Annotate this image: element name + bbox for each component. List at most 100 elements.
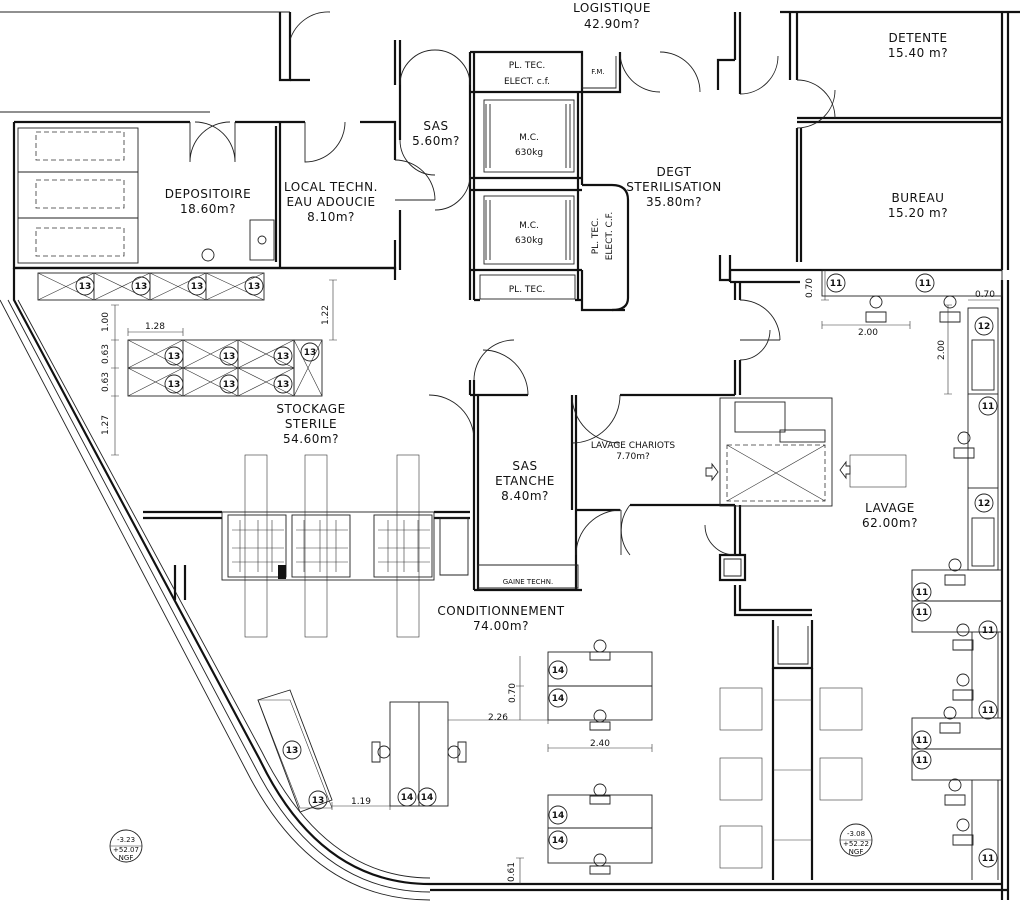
tag-11-text: 11 (916, 756, 929, 766)
tag-11-text: 11 (919, 279, 932, 289)
room-logistique-area: 42.90m? (584, 17, 640, 31)
room-detente-name: DETENTE (888, 31, 947, 45)
dim-2-00-a: 2.00 (858, 328, 878, 338)
room-sas-name: SAS (423, 119, 448, 133)
room-local-techn-name1: LOCAL TECHN. (284, 180, 378, 194)
tag-13: 13 (164, 346, 184, 366)
tag-14: 14 (417, 787, 437, 807)
elevator-1-label: M.C. (519, 133, 539, 143)
tag-11-text: 11 (916, 736, 929, 746)
tag-13: 13 (282, 740, 302, 760)
tag-13: 13 (219, 346, 239, 366)
tag-11: 11 (912, 730, 932, 750)
level-marker-right: -3.08 +52.22 NGF (839, 823, 873, 857)
dim-1-27: 1.27 (101, 415, 111, 435)
tag-13: 13 (273, 346, 293, 366)
room-stockage-area: 54.60m? (283, 432, 339, 446)
elevator-2-label: M.C. (519, 221, 539, 231)
tag-13: 13 (308, 790, 328, 810)
tag-11: 11 (912, 750, 932, 770)
tag-13: 13 (219, 374, 239, 394)
tag-14: 14 (548, 688, 568, 708)
tag-12-text: 12 (978, 499, 991, 509)
tech-pl-tec-top: PL. TEC. (509, 61, 546, 71)
tag-11-text: 11 (982, 626, 995, 636)
tag-11: 11 (978, 396, 998, 416)
room-bureau-area: 15.20 m? (888, 206, 948, 220)
tech-fm: F.M. (591, 68, 604, 76)
tag-13-text: 13 (168, 352, 181, 362)
tag-11-text: 11 (830, 279, 843, 289)
elevator-2-load: 630kg (515, 236, 543, 246)
level-left-3: NGF (119, 854, 134, 862)
tag-13: 13 (164, 374, 184, 394)
tag-14-text: 14 (421, 793, 434, 803)
dim-1-28: 1.28 (145, 322, 165, 332)
tag-12-text: 12 (978, 322, 991, 332)
tag-11-text: 11 (982, 402, 995, 412)
cart-washer (705, 397, 907, 507)
tag-13: 13 (244, 276, 264, 296)
dim-0-70-b: 0.70 (508, 683, 518, 703)
tag-12: 12 (974, 493, 994, 513)
tag-13-text: 13 (79, 282, 92, 292)
tag-11-text: 11 (982, 706, 995, 716)
tag-11: 11 (912, 602, 932, 622)
tag-14: 14 (548, 660, 568, 680)
tag-11: 11 (978, 848, 998, 868)
room-lavage-chariots-name: LAVAGE CHARIOTS (591, 441, 676, 451)
room-degt-area: 35.80m? (646, 195, 702, 209)
dim-2-00-b: 2.00 (937, 340, 947, 360)
work-tables (389, 651, 863, 869)
elevator-1-load: 630kg (515, 148, 543, 158)
elevators (479, 99, 576, 300)
room-degt-name2: STERILISATION (626, 180, 722, 194)
tag-13-text: 13 (286, 746, 299, 756)
tech-pl-tec-side: PL. TEC. (591, 218, 601, 255)
tag-14-text: 14 (552, 666, 565, 676)
room-lavage-name: LAVAGE (865, 501, 915, 515)
tag-13-text: 13 (135, 282, 148, 292)
tag-13-text: 13 (277, 352, 290, 362)
tech-pl-tec-bottom: PL. TEC. (509, 285, 546, 295)
tag-13-text: 13 (223, 380, 236, 390)
room-labels: LOGISTIQUE 42.90m? DETENTE 15.40 m? BURE… (101, 1, 995, 882)
room-sas-etanche-name2: ETANCHE (495, 474, 555, 488)
dim-1-19: 1.19 (351, 797, 371, 807)
washer-disinfectors (221, 454, 435, 638)
tag-11: 11 (912, 582, 932, 602)
tag-13: 13 (75, 276, 95, 296)
doors (189, 11, 836, 556)
tag-14: 14 (397, 787, 417, 807)
room-local-techn-area: 8.10m? (307, 210, 355, 224)
tag-13-text: 13 (191, 282, 204, 292)
operator-icons (371, 295, 975, 875)
room-conditionnement-name: CONDITIONNEMENT (437, 604, 564, 618)
level-right-3: NGF (849, 848, 864, 856)
tag-11: 11 (915, 273, 935, 293)
level-marker-left: -3.23 +52.07 NGF (109, 829, 143, 863)
tech-elect-side: ELECT. C.F. (605, 212, 615, 261)
room-bureau-name: BUREAU (892, 191, 945, 205)
tag-14: 14 (548, 830, 568, 850)
tag-11: 11 (978, 700, 998, 720)
walls (0, 10, 1020, 901)
lavage-benches (821, 269, 1003, 880)
level-left-1: -3.23 (117, 836, 135, 844)
dim-0-61: 0.61 (507, 862, 517, 882)
tag-13: 13 (273, 374, 293, 394)
tag-11: 11 (826, 273, 846, 293)
tag-13-text: 13 (248, 282, 261, 292)
dim-1-00: 1.00 (101, 312, 111, 332)
tag-14-text: 14 (552, 811, 565, 821)
tag-13-text: 13 (312, 796, 325, 806)
tag-14-text: 14 (552, 694, 565, 704)
tag-14-text: 14 (401, 793, 414, 803)
tech-elect-cf-top: ELECT. c.f. (504, 77, 550, 87)
level-left-2: +52.07 (113, 846, 139, 854)
dim-1-22: 1.22 (321, 305, 331, 325)
dim-2-26: 2.26 (488, 713, 508, 723)
tag-13-text: 13 (304, 348, 317, 358)
sink-icon (249, 219, 275, 261)
tag-13: 13 (131, 276, 151, 296)
